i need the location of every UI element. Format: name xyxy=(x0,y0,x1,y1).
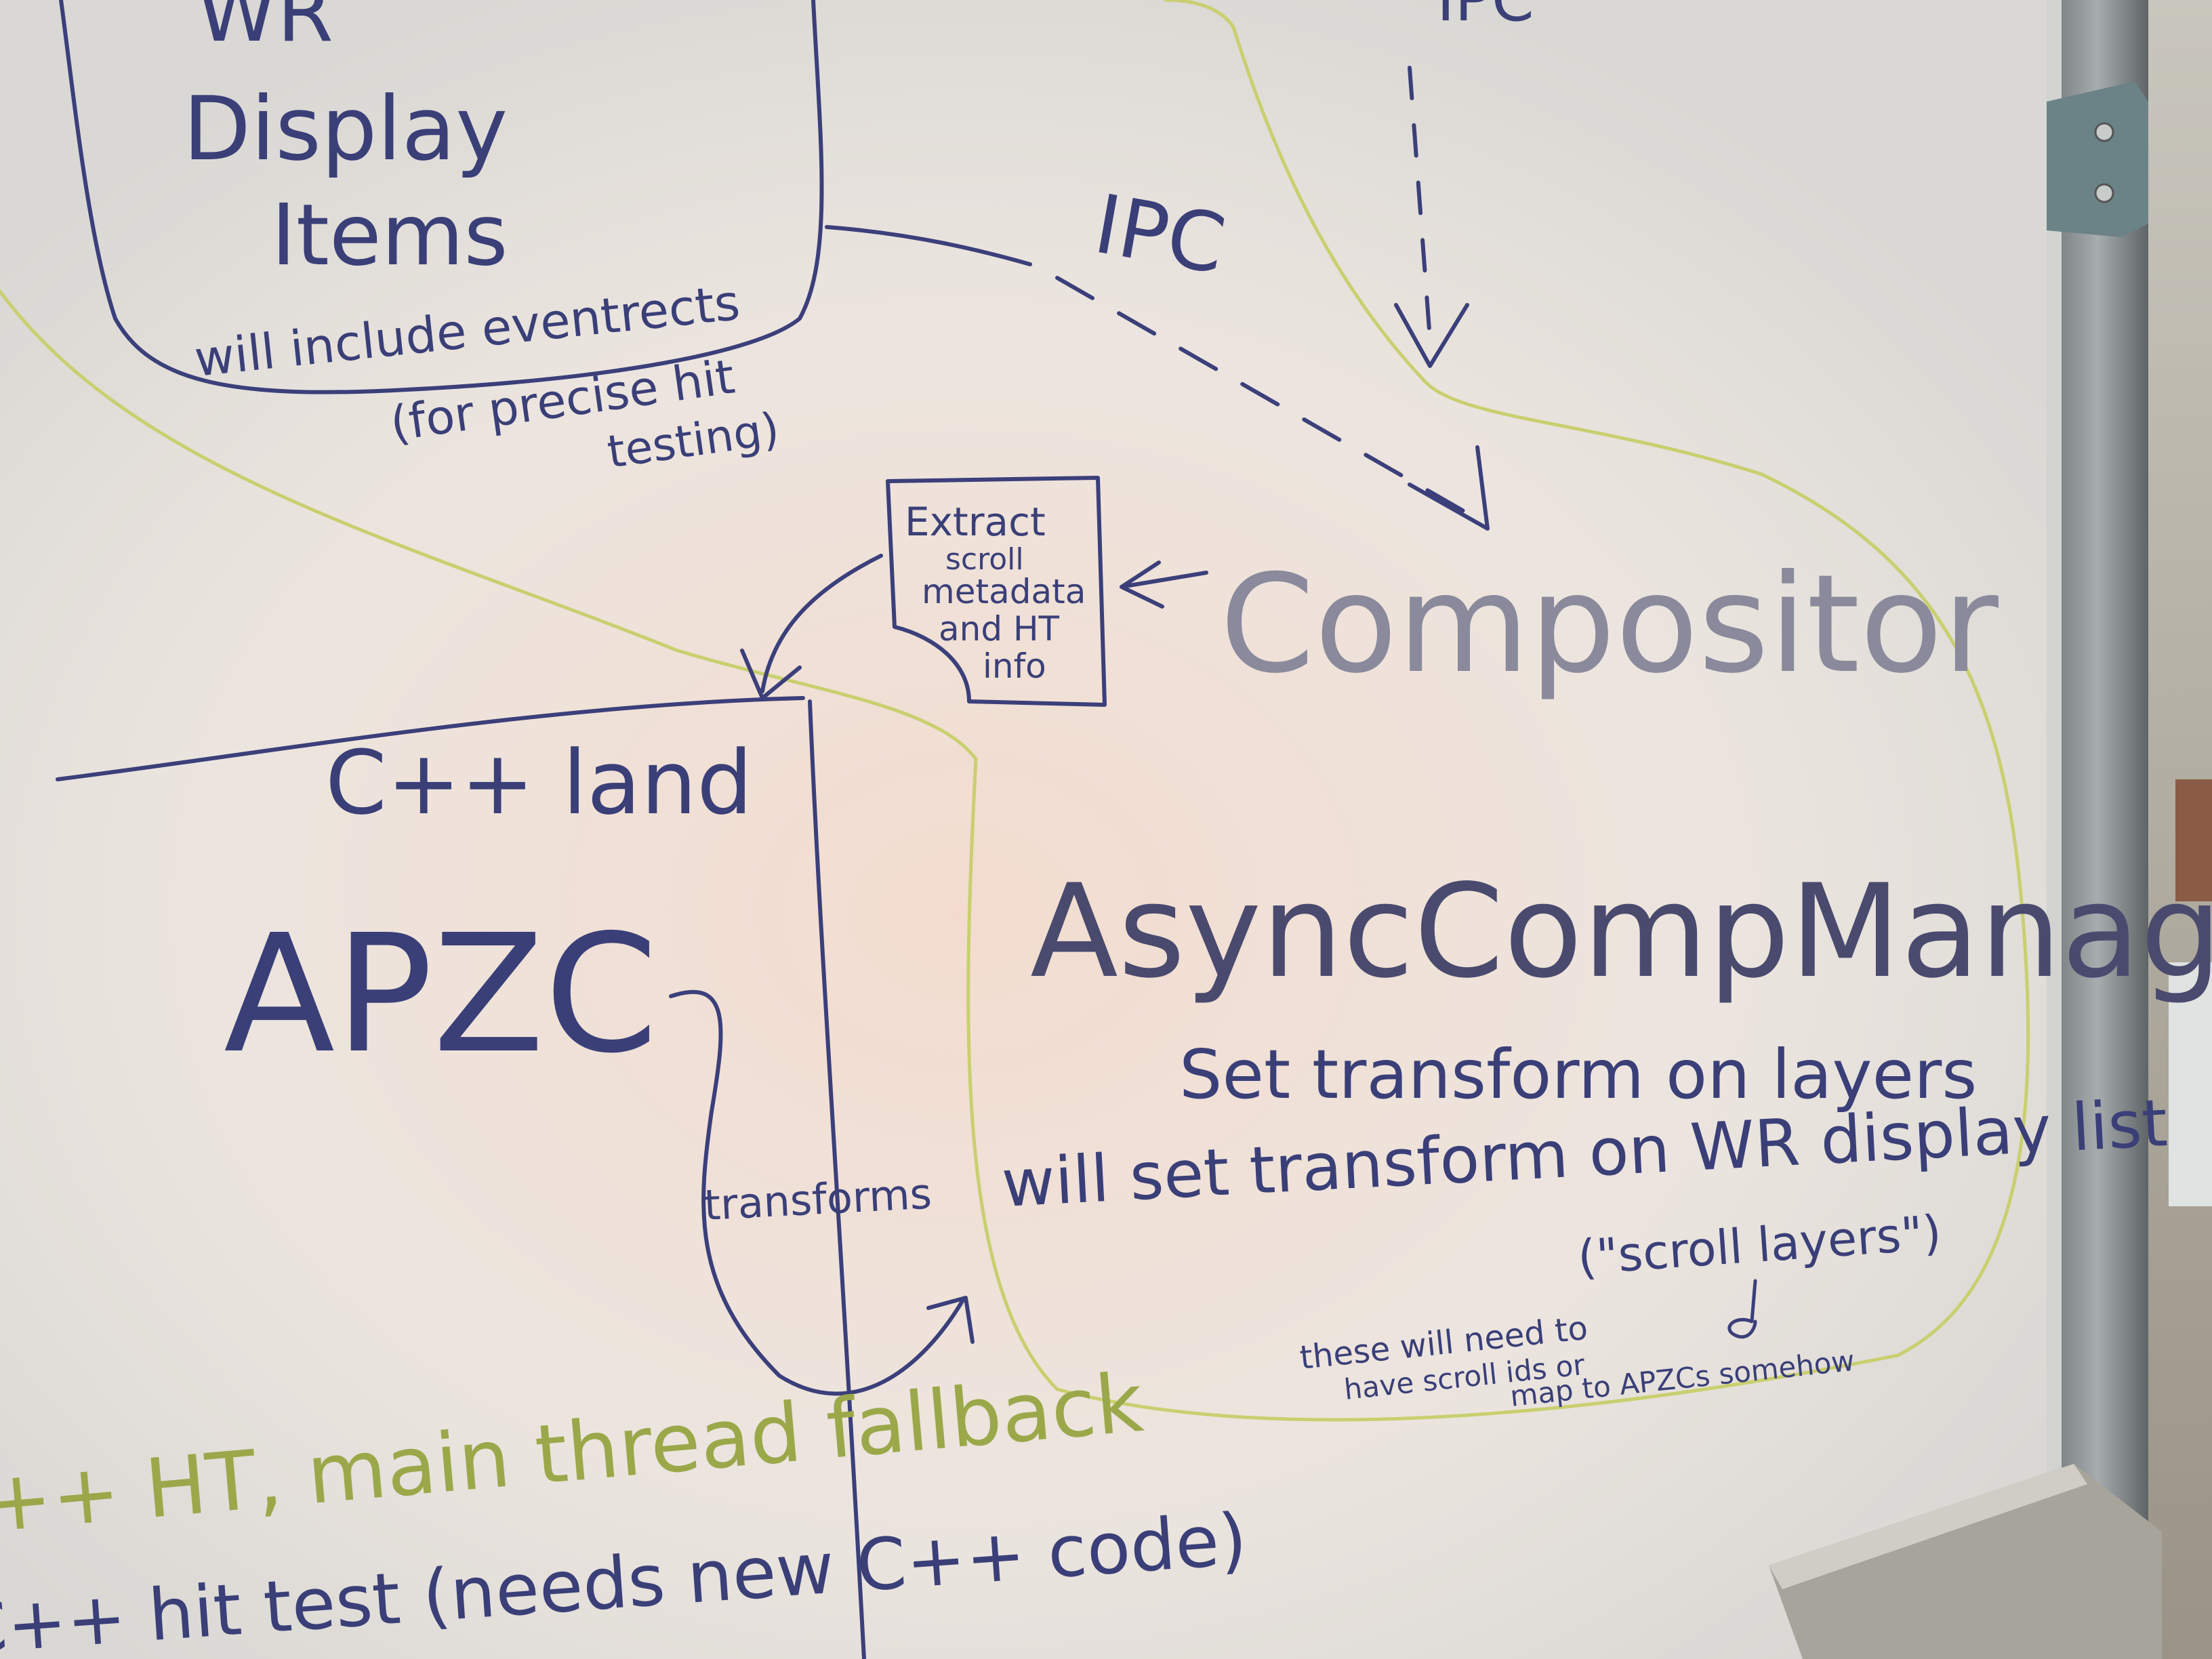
marker-tray xyxy=(1769,1464,2162,1659)
extract-line4: and HT xyxy=(939,609,1060,649)
marker-tray-edge xyxy=(1769,1464,2087,1589)
small-arrow xyxy=(1727,1279,1757,1338)
ipc-arrow-head xyxy=(1408,445,1490,531)
screw-icon xyxy=(2094,122,2114,142)
arrow-head xyxy=(1120,560,1164,609)
compositor-label: Compositor xyxy=(1220,546,1999,703)
dashed-arrow-down xyxy=(1408,66,1432,341)
green-outline xyxy=(0,0,2030,1422)
board-surface xyxy=(0,0,2142,1659)
cpp-land-vertical-line xyxy=(808,699,866,1659)
extract-box xyxy=(886,476,1107,707)
dashed-arrow-down-head xyxy=(1394,303,1469,368)
board-frame-inner xyxy=(2047,0,2062,1659)
ipc-dashed-arrow xyxy=(1055,276,1473,517)
apzc-label: APZC xyxy=(224,899,658,1089)
background-window xyxy=(2169,962,2212,1206)
display-items-line1: WR xyxy=(197,0,333,60)
arrow-head xyxy=(926,1296,975,1344)
async-manager-line1: Set transform on layers xyxy=(1179,1035,1977,1114)
display-items-line2: Display xyxy=(183,77,508,180)
extract-line3: metadata xyxy=(922,572,1086,611)
screw-icon xyxy=(2094,183,2114,203)
background-brick xyxy=(2175,779,2212,901)
ipc-line xyxy=(825,225,1032,266)
cpp-land-label: C++ land xyxy=(325,731,753,834)
board-frame xyxy=(2047,0,2148,1659)
transforms-arrow xyxy=(669,989,964,1396)
arrow-extract-to-cpp xyxy=(760,554,883,693)
extract-line2: scroll xyxy=(945,542,1024,577)
extract-line1: Extract xyxy=(905,499,1046,545)
transforms-label: transforms xyxy=(703,1168,933,1229)
cpp-land-top-line xyxy=(56,696,805,781)
display-items-box xyxy=(59,0,824,394)
top-label: IPC xyxy=(1437,0,1534,35)
async-manager-title: AsyncCompManager xyxy=(1030,857,2212,1006)
arrow-compositor-to-extract xyxy=(1123,571,1208,588)
extract-line5: info xyxy=(983,647,1046,686)
frame-bracket xyxy=(2047,81,2148,237)
ipc-label: IPC xyxy=(1088,178,1232,293)
display-items-line3: Items xyxy=(271,186,508,285)
